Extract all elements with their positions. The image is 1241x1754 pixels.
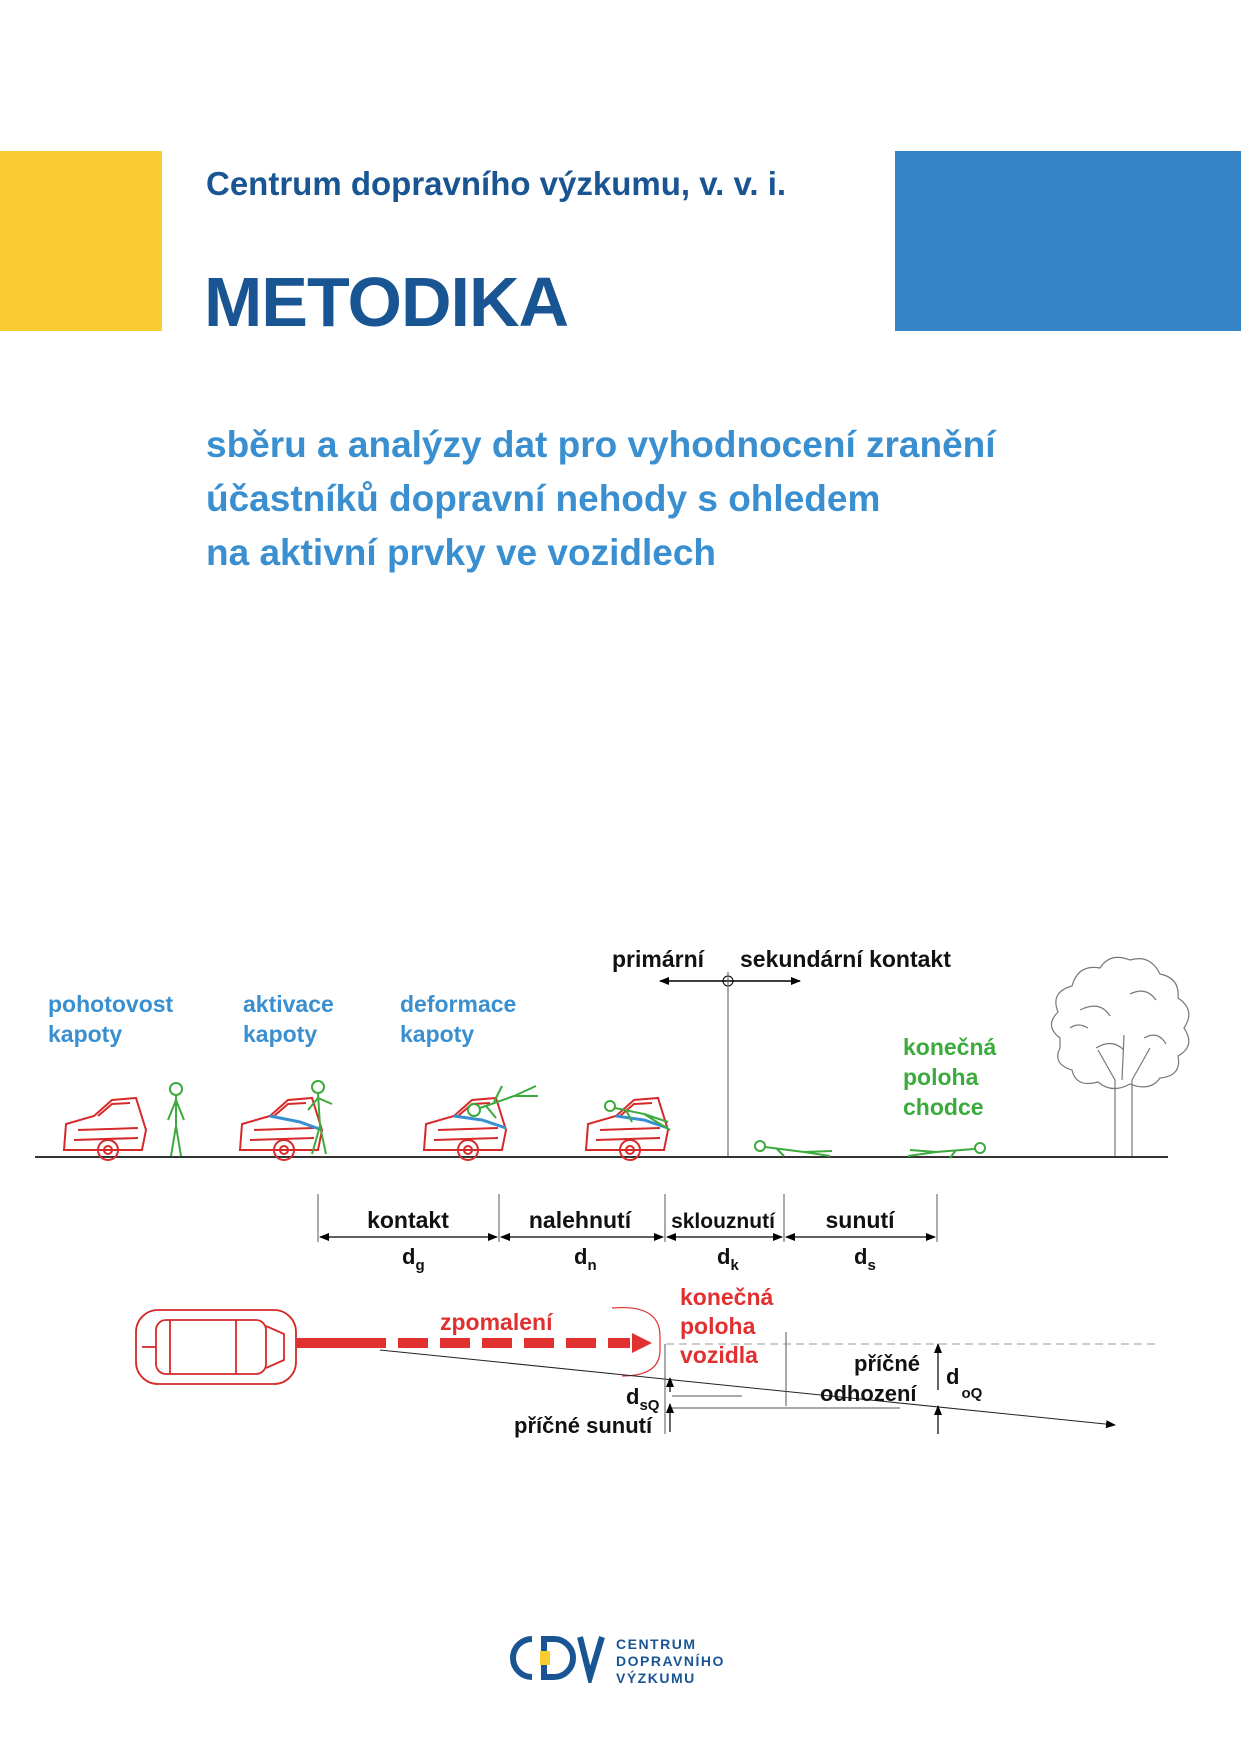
segment-symbol: ds <box>854 1244 876 1274</box>
deceleration-track <box>296 1306 661 1377</box>
segment-symbol: dn <box>574 1244 597 1274</box>
phase-label-line: deformace <box>400 991 516 1017</box>
phase-label-line: kapoty <box>243 1021 317 1047</box>
blue-accent-block <box>895 151 1241 331</box>
subtitle-line: účastníků dopravní nehody s ohledem <box>206 478 881 519</box>
logo-text-line: DOPRAVNÍHO <box>616 1653 725 1669</box>
primary-contact-label: primární <box>612 946 706 972</box>
car-icon <box>62 1096 148 1161</box>
vehicle-final-label: poloha <box>680 1313 756 1339</box>
pedestrian-final-label: konečná <box>903 1034 997 1060</box>
segment-symbol: dg <box>402 1244 425 1274</box>
lateral-throw-symbol: doQ <box>946 1364 983 1402</box>
document-title: METODIKA <box>204 263 569 341</box>
car-top-view-icon <box>135 1309 297 1385</box>
pedestrian-icon <box>307 1080 333 1155</box>
segment-label: sklouznutí <box>671 1210 776 1233</box>
pedestrian-final-label: poloha <box>903 1064 979 1090</box>
subtitle-line: sběru a analýzy dat pro vyhodnocení zran… <box>206 424 996 465</box>
pedestrian-icon <box>467 1085 538 1119</box>
phase-label-line: kapoty <box>48 1021 122 1047</box>
segment-symbol: dk <box>717 1244 739 1274</box>
logo-text-line: CENTRUM <box>616 1636 697 1652</box>
phase-label-line: kapoty <box>400 1021 474 1047</box>
trajectory-lines <box>379 1332 1160 1434</box>
lateral-throw-label: příčné <box>854 1351 920 1376</box>
subtitle-line: na aktivní prvky ve vozidlech <box>206 532 716 573</box>
phase-label-line: aktivace <box>243 991 334 1017</box>
pedestrian-icon <box>167 1082 185 1157</box>
deceleration-label: zpomalení <box>440 1309 554 1335</box>
document-subtitle: sběru a analýzy dat pro vyhodnocení zran… <box>206 418 996 580</box>
pedestrian-icon <box>604 1100 671 1131</box>
vehicle-final-label: vozidla <box>680 1342 758 1368</box>
car-icon <box>238 1096 324 1161</box>
cdv-logo-text: CENTRUM DOPRAVNÍHO VÝZKUMU <box>616 1636 725 1687</box>
organization-name: Centrum dopravního výzkumu, v. v. i. <box>206 165 787 202</box>
tree-icon <box>1050 956 1190 1156</box>
logo-text-line: VÝZKUMU <box>616 1670 696 1686</box>
secondary-contact-label: sekundární kontakt <box>740 946 951 972</box>
pedestrian-lying-icon <box>754 1140 833 1157</box>
segment-label: sunutí <box>826 1207 897 1233</box>
pedestrian-lying-icon <box>907 1142 986 1159</box>
vehicle-final-label: konečná <box>680 1284 774 1310</box>
phase-label-line: pohotovost <box>48 991 174 1017</box>
collision-diagram: primární sekundární kontakt pohotovost k… <box>35 946 1190 1438</box>
segment-label: kontakt <box>367 1207 449 1233</box>
cdv-logo-icon <box>510 1636 605 1683</box>
segment-label: nalehnutí <box>529 1207 633 1233</box>
pedestrian-final-label: chodce <box>903 1094 984 1120</box>
car-icon <box>584 1096 670 1161</box>
lateral-slide-label: příčné sunutí <box>514 1413 653 1438</box>
car-icon <box>422 1096 508 1161</box>
lateral-slide-symbol: dsQ <box>626 1384 660 1414</box>
yellow-accent-block <box>0 151 162 331</box>
lateral-throw-label: odhození <box>820 1381 917 1406</box>
distance-dimensions <box>317 1194 938 1242</box>
